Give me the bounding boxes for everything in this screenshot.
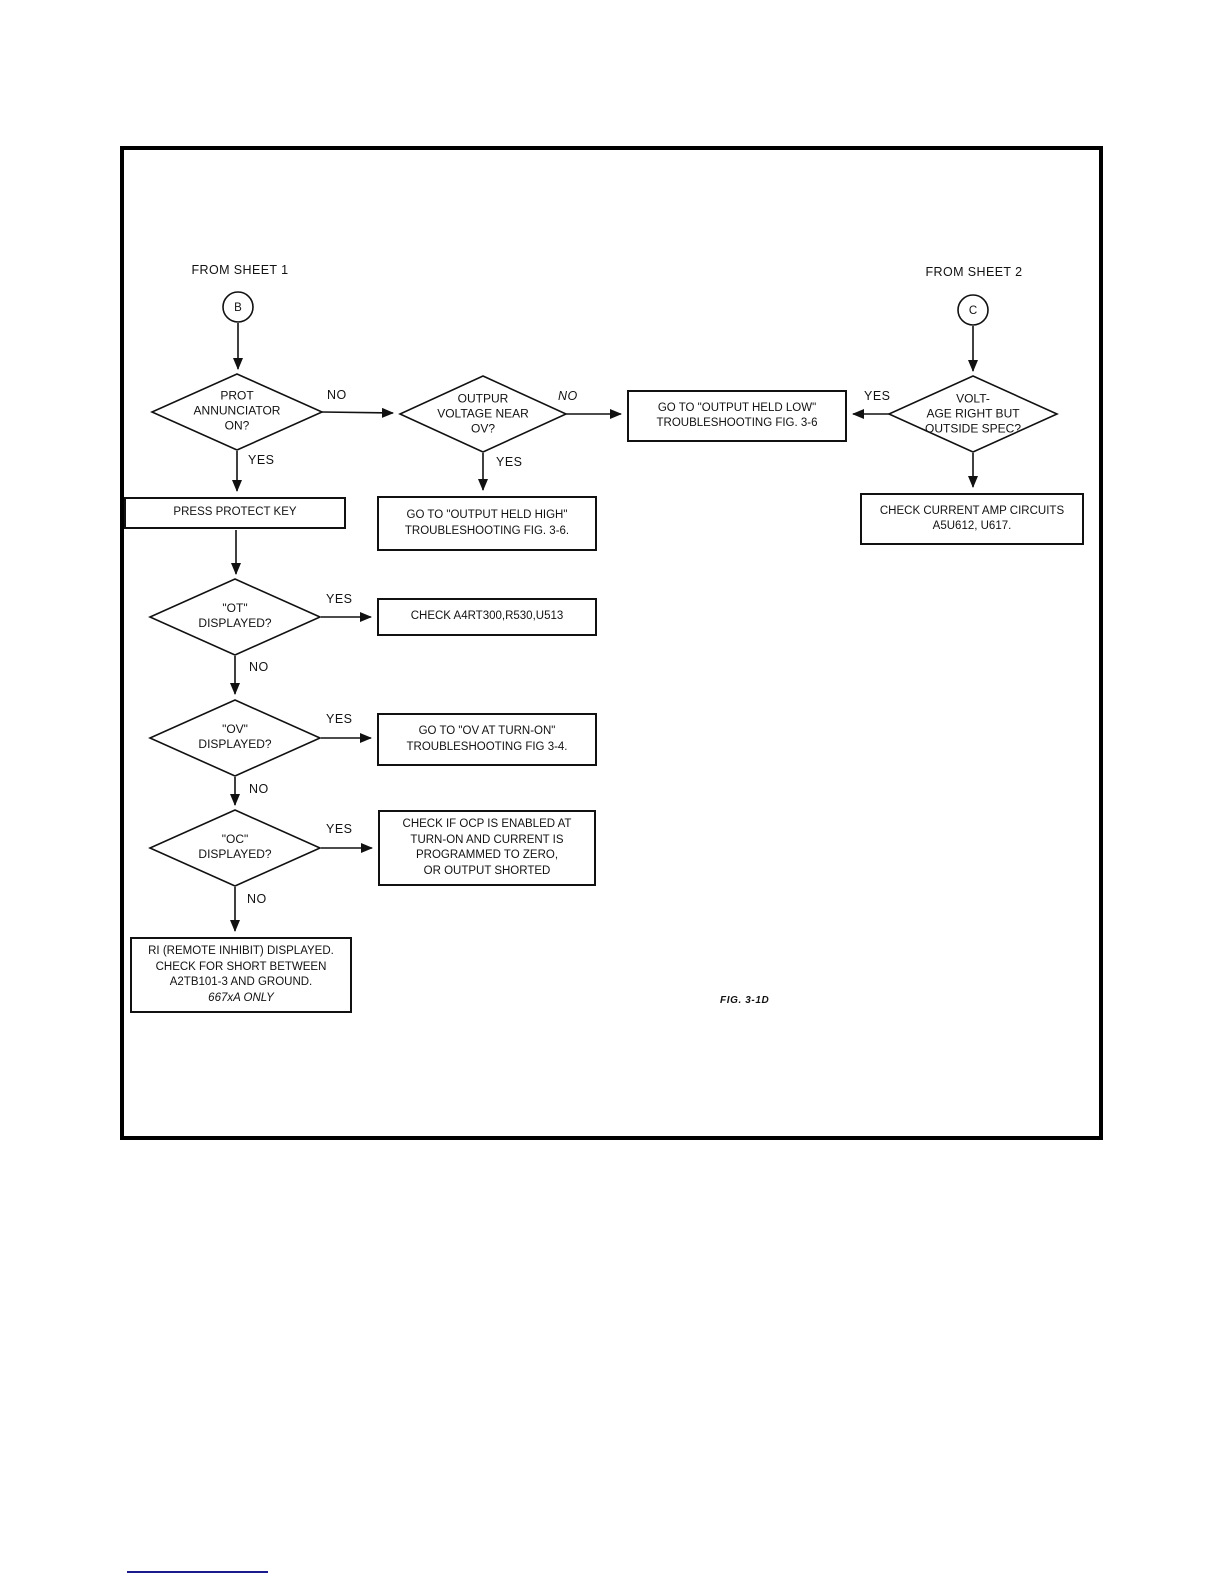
volt-decision-text: VOLT- AGE RIGHT BUT OUTSIDE SPEC?: [924, 391, 1022, 436]
connector-letter-b: B: [234, 302, 242, 314]
oc-no-label: NO: [247, 892, 267, 906]
outpur-no-label: NO: [558, 389, 578, 403]
ov-turnon-process-box: GO TO "OV AT TURN-ON" TROUBLESHOOTING FI…: [377, 713, 597, 766]
held-high-process-box: GO TO "OUTPUT HELD HIGH" TROUBLESHOOTING…: [377, 496, 597, 551]
check-current-process-box: CHECK CURRENT AMP CIRCUITS A5U612, U617.: [860, 493, 1084, 545]
oc-decision-text: "OC" DISPLAYED?: [198, 832, 272, 861]
ri-process-box: RI (REMOTE INHIBIT) DISPLAYED. CHECK FOR…: [130, 937, 352, 1013]
ocp-process-box: CHECK IF OCP IS ENABLED AT TURN-ON AND C…: [378, 810, 596, 886]
connector-circle-b: [222, 291, 254, 323]
connector-letter-c: C: [968, 305, 978, 317]
oc-diamond-shape: [148, 809, 322, 887]
ov-no-label: NO: [249, 782, 269, 796]
ov-yes-label: YES: [326, 712, 353, 726]
edge-prot-no-to-outpur: [321, 407, 394, 418]
volt-diamond-shape: [887, 375, 1059, 453]
held-low-process-box: GO TO "OUTPUT HELD LOW" TROUBLESHOOTING …: [627, 390, 847, 442]
ot-yes-label: YES: [326, 592, 353, 606]
volt-yes-label: YES: [864, 389, 891, 403]
ov-diamond-shape: [148, 699, 322, 777]
prot-decision-text: PROT ANNUNCIATOR ON?: [193, 388, 281, 433]
bottom-link-rule: [127, 1571, 268, 1573]
ot-decision-text: "OT" DISPLAYED?: [198, 601, 272, 630]
from-sheet-1-label: FROM SHEET 1: [191, 263, 289, 277]
oc-yes-label: YES: [326, 822, 353, 836]
press-protect-process-box: PRESS PROTECT KEY: [124, 497, 346, 529]
figure-number-label: FIG. 3-1D: [720, 995, 770, 1006]
from-sheet-2-label: FROM SHEET 2: [925, 265, 1023, 279]
check-a4-process-box: CHECK A4RT300,R530,U513: [377, 598, 597, 636]
outpur-decision-text: OUTPUR VOLTAGE NEAR OV?: [437, 391, 529, 436]
outpur-yes-label: YES: [496, 455, 523, 469]
prot-no-label: NO: [327, 388, 347, 402]
ot-diamond-shape: [148, 578, 322, 656]
prot-yes-label: YES: [248, 453, 275, 467]
outpur-diamond-shape: [398, 375, 568, 453]
connector-circle-c: [957, 294, 989, 326]
prot-diamond-shape: [150, 373, 324, 451]
ov-decision-text: "OV" DISPLAYED?: [198, 722, 272, 751]
ot-no-label: NO: [249, 660, 269, 674]
